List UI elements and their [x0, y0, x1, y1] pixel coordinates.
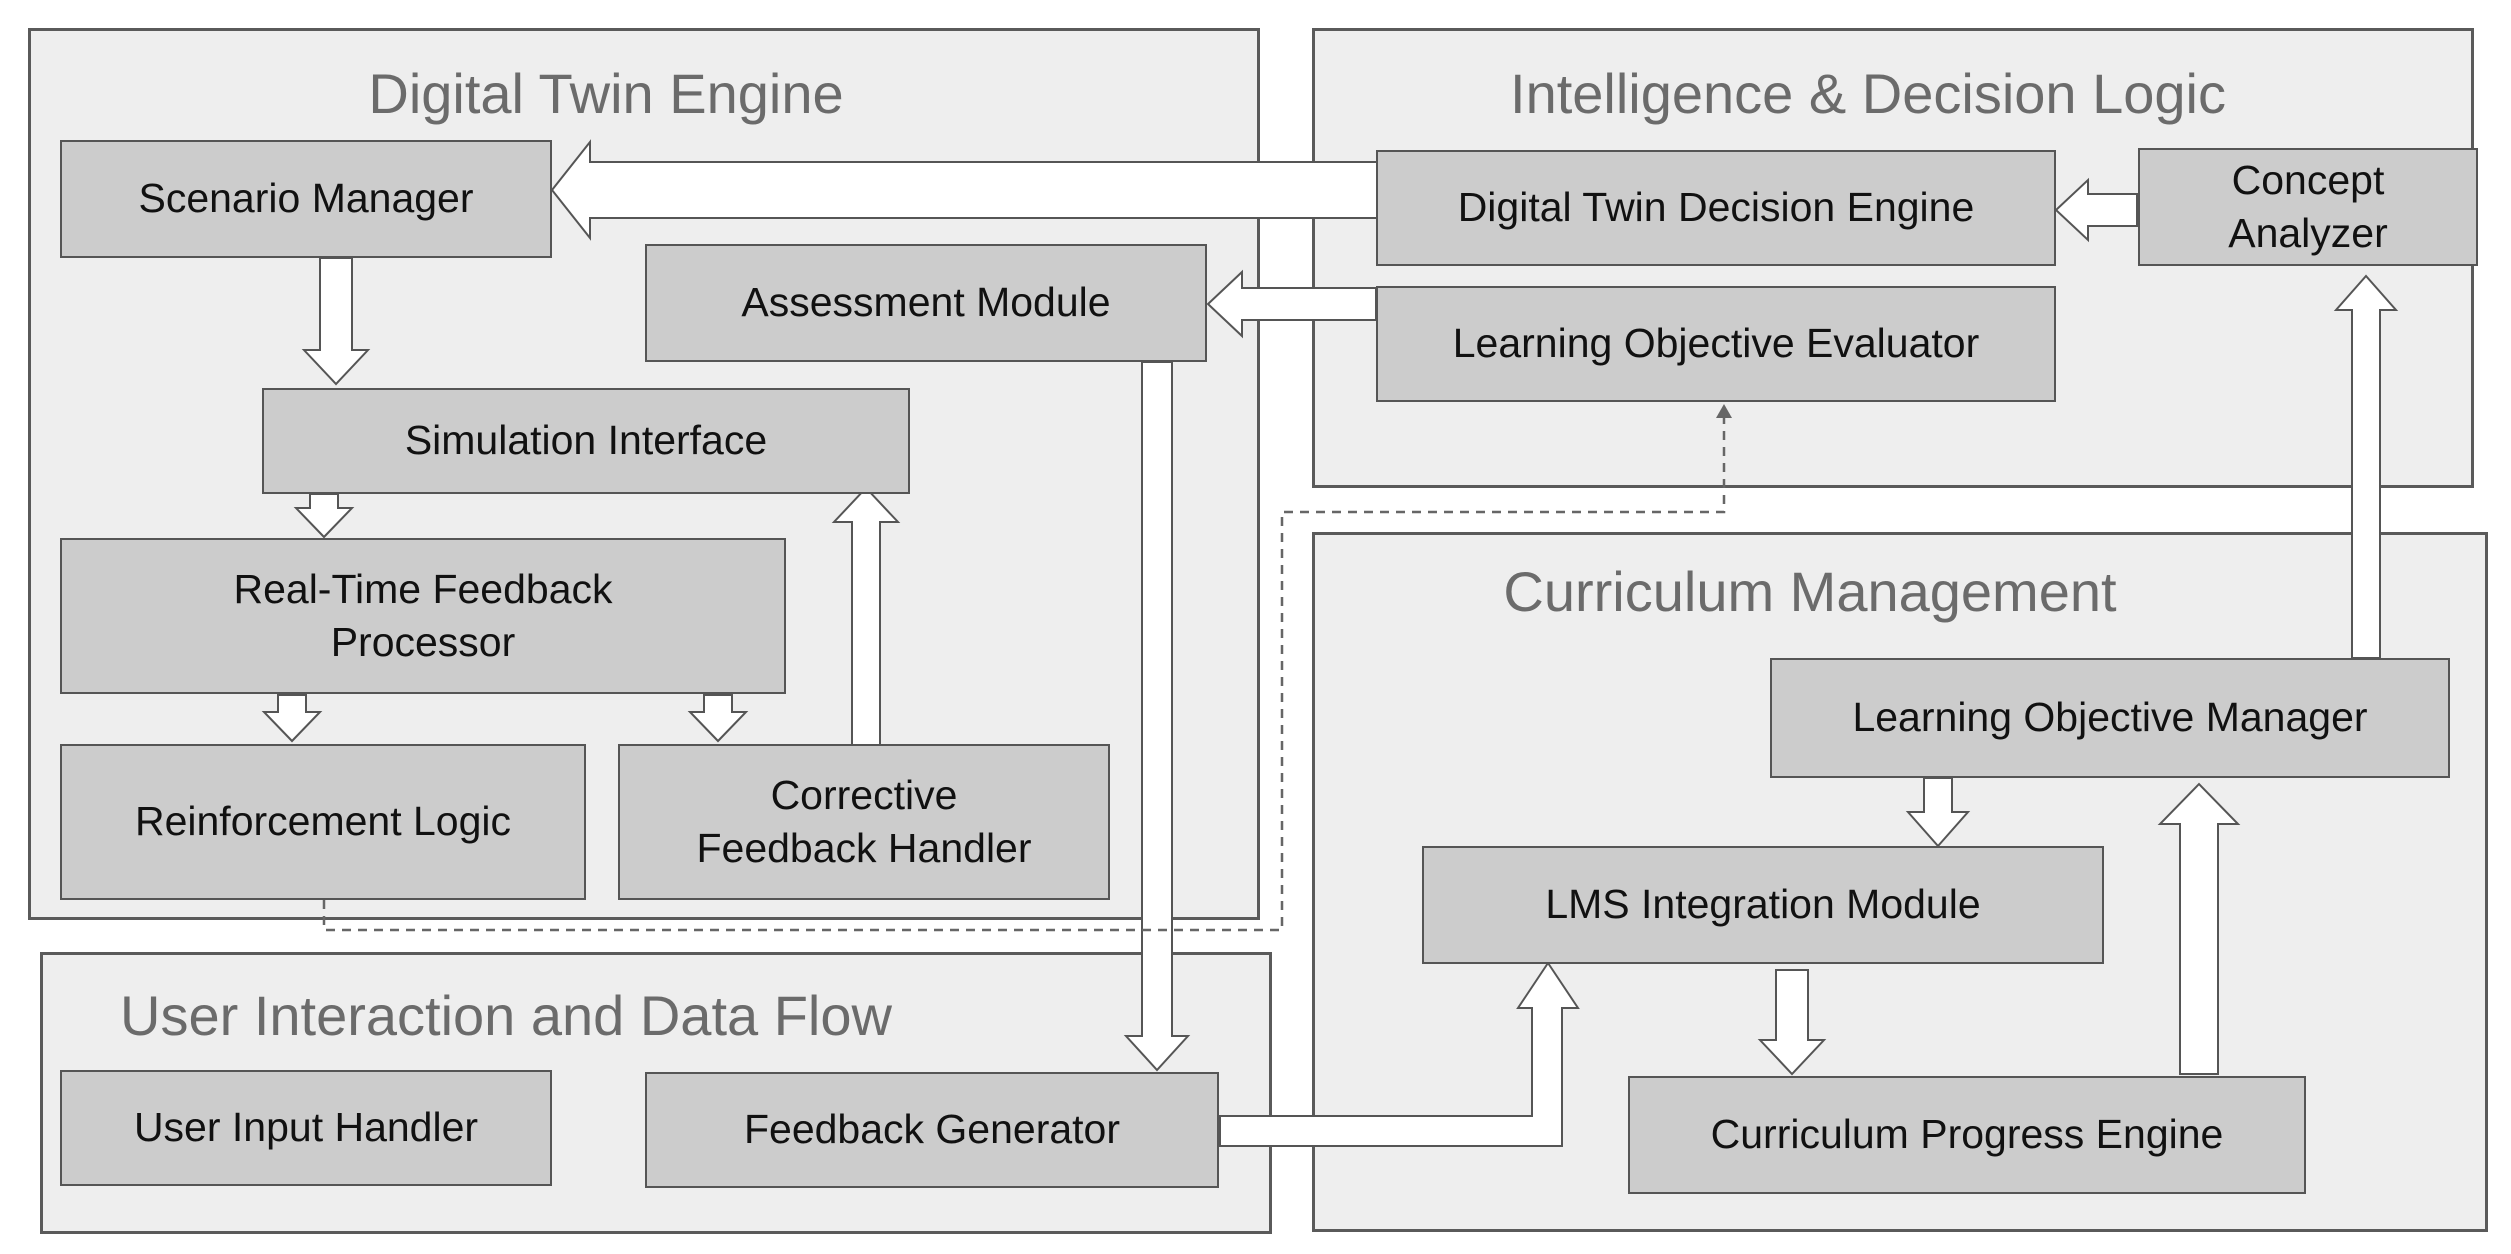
scenario-manager-box[interactable]: Scenario Manager	[60, 140, 552, 258]
arrow-lms-to-progress	[1757, 969, 1827, 1076]
concept-analyzer-label-line2: Analyzer	[2228, 210, 2388, 256]
decision-engine-box[interactable]: Digital Twin Decision Engine	[1376, 150, 2056, 266]
objective-evaluator-box[interactable]: Learning Objective Evaluator	[1376, 286, 2056, 402]
curriculum-management-title: Curriculum Management	[1503, 560, 2117, 623]
corrective-feedback-label-line2: Feedback Handler	[696, 825, 1032, 871]
arrow-assessment-to-generator	[1123, 361, 1191, 1072]
objective-evaluator-label: Learning Objective Evaluator	[1452, 320, 1980, 367]
concept-analyzer-box[interactable]: Concept Analyzer	[2138, 148, 2478, 266]
user-interaction-title: User Interaction and Data Flow	[120, 984, 892, 1047]
arrow-decision-to-scenario	[550, 139, 1378, 241]
simulation-interface-label: Simulation Interface	[404, 417, 768, 464]
corrective-feedback-label-line1: Corrective	[770, 771, 958, 818]
arrow-simulation-to-realtime	[293, 493, 355, 539]
feedback-generator-label: Feedback Generator	[743, 1106, 1121, 1153]
reinforcement-logic-box[interactable]: Reinforcement Logic	[60, 744, 586, 900]
lms-integration-label: LMS Integration Module	[1545, 881, 1981, 928]
concept-analyzer-label-line1: Concept	[2231, 156, 2385, 203]
realtime-feedback-label-line2: Processor	[330, 619, 516, 665]
assessment-module-box[interactable]: Assessment Module	[645, 244, 1207, 362]
assessment-module-label: Assessment Module	[741, 279, 1111, 326]
arrow-concept-to-decision	[2054, 177, 2138, 243]
arrow-manager-to-lms	[1905, 777, 1971, 848]
user-input-handler-box[interactable]: User Input Handler	[60, 1070, 552, 1186]
arrow-corrective-to-simulation	[831, 486, 901, 746]
arrow-realtime-to-corrective	[687, 694, 749, 743]
feedback-generator-box[interactable]: Feedback Generator	[645, 1072, 1219, 1188]
arrow-manager-to-concept	[2333, 274, 2399, 659]
simulation-interface-box[interactable]: Simulation Interface	[262, 388, 910, 494]
progress-engine-box[interactable]: Curriculum Progress Engine	[1628, 1076, 2306, 1194]
dashed-arrowhead	[1716, 404, 1732, 418]
scenario-manager-label: Scenario Manager	[138, 175, 474, 222]
user-input-handler-label: User Input Handler	[133, 1104, 479, 1151]
decision-engine-label: Digital Twin Decision Engine	[1457, 184, 1975, 231]
intelligence-decision-title: Intelligence & Decision Logic	[1510, 62, 2226, 125]
arrow-generator-to-lms	[1219, 961, 1580, 1147]
digital-twin-engine-title: Digital Twin Engine	[368, 62, 844, 125]
corrective-feedback-handler-box[interactable]: Corrective Feedback Handler	[618, 744, 1110, 900]
realtime-feedback-processor-box[interactable]: Real-Time Feedback Processor	[60, 538, 786, 694]
arrow-realtime-to-reinforcement	[261, 694, 323, 743]
progress-engine-label: Curriculum Progress Engine	[1710, 1111, 2224, 1158]
arrow-progress-to-manager	[2157, 782, 2241, 1075]
objective-manager-label: Learning Objective Manager	[1852, 694, 2368, 741]
realtime-feedback-label-line1: Real-Time Feedback	[233, 565, 613, 612]
reinforcement-logic-label: Reinforcement Logic	[134, 798, 512, 845]
arrow-evaluator-to-assessment	[1206, 269, 1377, 339]
objective-manager-box[interactable]: Learning Objective Manager	[1770, 658, 2450, 778]
arrow-scenario-to-simulation	[301, 257, 371, 386]
dashed-reinforcement-to-evaluator	[322, 418, 1726, 932]
lms-integration-box[interactable]: LMS Integration Module	[1422, 846, 2104, 964]
